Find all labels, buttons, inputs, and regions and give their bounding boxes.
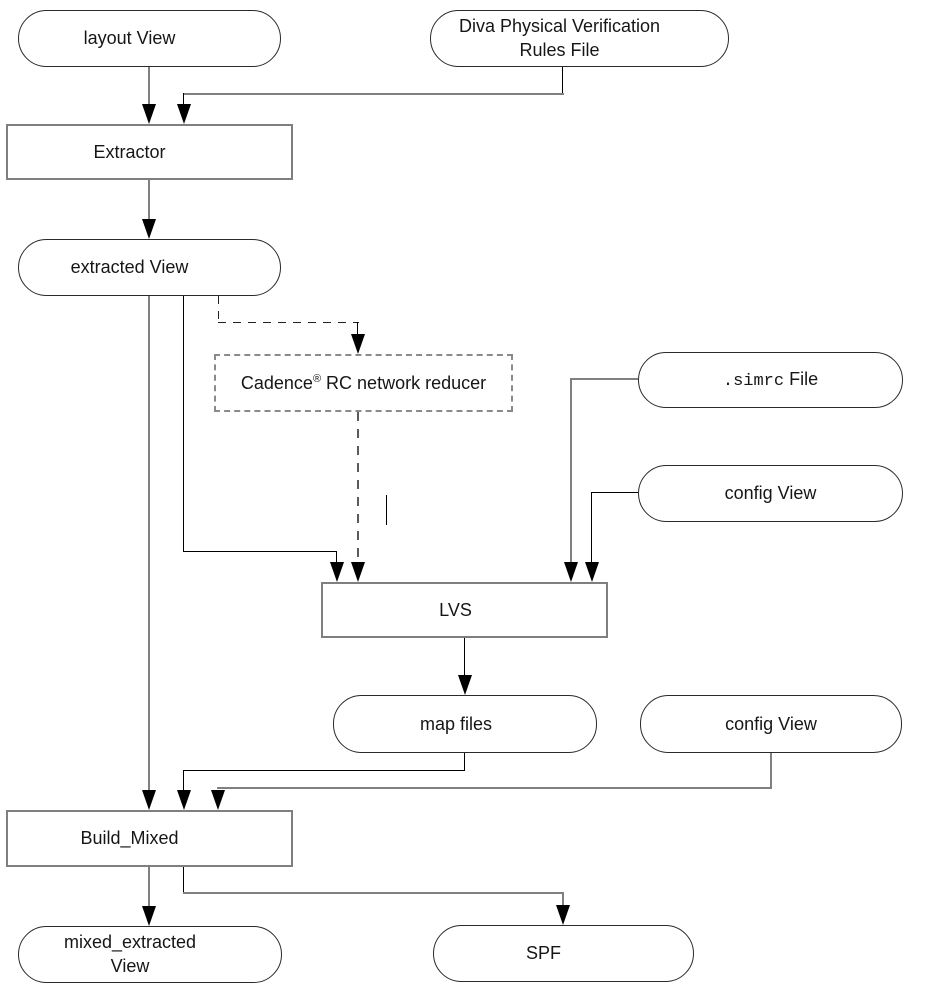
edge-extracted-to-reducer-corner	[357, 322, 358, 335]
arrowhead-into-lvs-from-reducer	[351, 562, 365, 582]
edge-extracted-to-reducer-vertical	[218, 296, 219, 323]
node-map-files: map files	[333, 695, 597, 753]
node-layout-view-label: layout View	[83, 28, 176, 48]
arrowhead-into-extracted-view	[142, 219, 156, 239]
node-build-mixed: Build_Mixed	[6, 810, 293, 867]
node-build-mixed-label: Build_Mixed	[80, 828, 179, 848]
edge-build-to-spf-horizontal	[183, 892, 564, 894]
simrc-mono-text: .simrc	[722, 372, 785, 391]
node-config-view-bottom: config View	[640, 695, 902, 753]
arrowhead-into-lvs-from-config	[585, 562, 599, 582]
edge-config-to-lvs-horizontal	[591, 492, 638, 493]
stray-line-segment	[386, 495, 387, 525]
edge-extracted-to-lvs-vertical	[183, 296, 184, 552]
node-rc-network-reducer-label: Cadence® RC network reducer	[241, 373, 486, 394]
edge-config2-to-build-vertical	[770, 753, 772, 789]
node-simrc-file-label: .simrc File	[723, 369, 818, 391]
edge-simrc-to-lvs-horizontal	[570, 378, 638, 380]
node-rc-network-reducer: Cadence® RC network reducer	[214, 354, 513, 412]
edge-diva-to-extractor-vertical	[562, 67, 563, 94]
arrowhead-into-build-right	[211, 790, 225, 810]
arrowhead-into-map-files	[458, 675, 472, 695]
edge-diva-to-extractor-drop	[183, 93, 184, 105]
node-mixed-extracted-line2: View	[110, 955, 150, 976]
arrowhead-into-build-left	[142, 790, 156, 810]
edge-simrc-to-lvs-vertical	[570, 378, 572, 563]
node-extractor-label: Extractor	[93, 141, 166, 162]
node-mixed-extracted-view: mixed_extracted View	[18, 926, 282, 983]
edge-config-to-lvs-vertical	[591, 492, 592, 563]
node-extracted-view: extracted View	[18, 239, 281, 296]
edge-lvs-to-map	[464, 638, 465, 676]
node-config-view-top-label: config View	[724, 483, 817, 503]
node-map-files-label: map files	[419, 713, 493, 734]
simrc-rest-text: File	[784, 369, 819, 389]
node-spf: SPF	[433, 925, 694, 982]
node-diva-rules-file-line2: Rules File	[519, 39, 600, 60]
edge-reducer-to-lvs	[357, 412, 359, 562]
registered-trademark-mark: ®	[312, 372, 322, 385]
edge-build-to-mixed	[148, 867, 150, 907]
node-config-view-bottom-label: config View	[725, 713, 817, 734]
node-extractor: Extractor	[6, 124, 293, 180]
arrowhead-into-reducer	[351, 334, 365, 354]
node-simrc-file: .simrc File	[638, 352, 903, 408]
edge-map-to-build-vertical	[464, 753, 465, 771]
edge-build-to-spf-vertical	[183, 867, 184, 893]
arrowhead-into-extractor-left	[142, 104, 156, 124]
node-diva-rules-file-line1: Diva Physical Verification	[458, 16, 661, 37]
edge-config2-to-build-horizontal	[217, 787, 772, 789]
edge-extracted-to-build	[148, 296, 150, 791]
arrowhead-into-extractor-right	[177, 104, 191, 124]
edge-extracted-to-reducer-horizontal	[218, 322, 359, 323]
edge-extracted-to-lvs-drop	[336, 551, 337, 563]
edge-extractor-to-extracted	[148, 180, 150, 220]
node-config-view-top: config View	[638, 465, 903, 522]
arrowhead-into-lvs-from-extracted	[330, 562, 344, 582]
edge-map-to-build-horizontal	[183, 770, 465, 771]
edge-layout-to-extractor	[148, 67, 150, 105]
node-diva-rules-file: Diva Physical Verification Rules File	[430, 10, 729, 67]
edge-diva-to-extractor-horizontal	[183, 93, 564, 95]
arrowhead-into-spf	[556, 905, 570, 925]
node-extracted-view-label: extracted View	[70, 257, 189, 277]
node-lvs-label: LVS	[439, 599, 472, 620]
node-layout-view: layout View	[18, 10, 281, 67]
node-mixed-extracted-line1: mixed_extracted	[63, 932, 197, 953]
edge-map-to-build-drop	[183, 770, 184, 791]
node-lvs: LVS	[321, 582, 608, 638]
node-spf-label: SPF	[525, 943, 561, 963]
arrowhead-into-build-middle	[177, 790, 191, 810]
cadence-brand-text: Cadence	[240, 372, 313, 393]
edge-extracted-to-lvs-horizontal	[183, 551, 337, 552]
edge-build-to-spf-drop	[562, 892, 564, 906]
arrowhead-into-lvs-from-simrc	[564, 562, 578, 582]
rc-reducer-rest-text: RC network reducer	[321, 372, 487, 393]
arrowhead-into-mixed-extracted	[142, 906, 156, 926]
